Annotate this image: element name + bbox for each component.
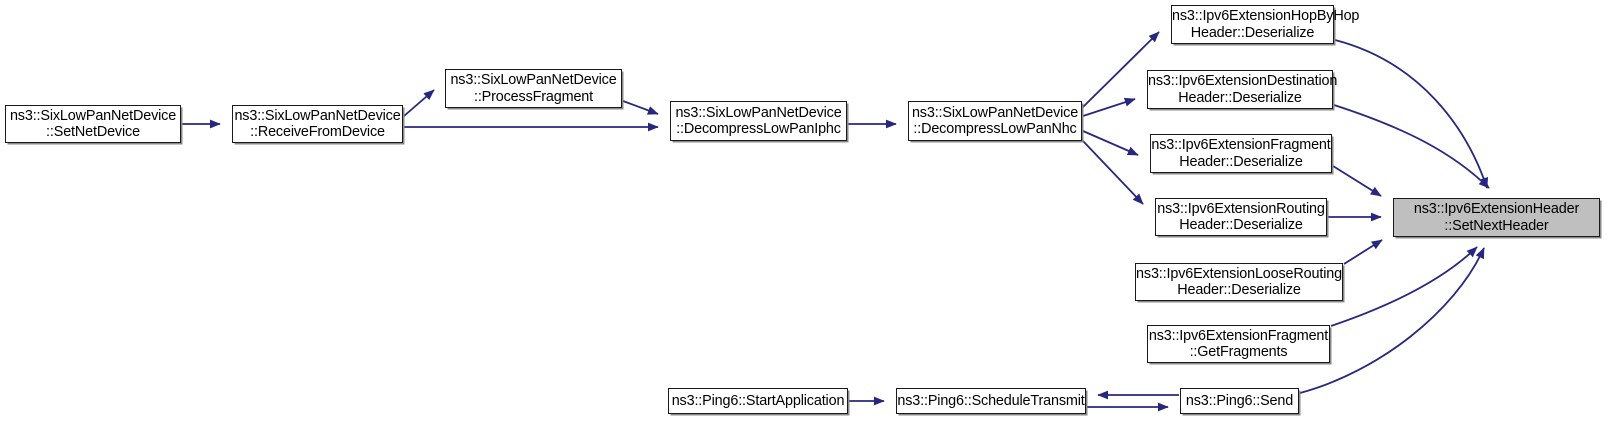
- node-label: ns3::Ping6::ScheduleTransmit: [897, 392, 1085, 409]
- node-set-next-header[interactable]: ns3::Ipv6ExtensionHeader ::SetNextHeader: [1393, 198, 1600, 237]
- node-label: ns3::SixLowPanNetDevice ::ReceiveFromDev…: [234, 107, 401, 140]
- node-decompress-lowpan-iphc[interactable]: ns3::SixLowPanNetDevice ::DecompressLowP…: [670, 101, 847, 141]
- node-label: ns3::Ipv6ExtensionFragment ::GetFragment…: [1148, 327, 1329, 360]
- node-label: ns3::Ipv6ExtensionLooseRouting Header::D…: [1136, 265, 1342, 298]
- node-label: ns3::SixLowPanNetDevice ::DecompressLowP…: [911, 104, 1079, 137]
- edge-decompressnhc-to-destination: [1082, 97, 1136, 117]
- node-decompress-lowpan-nhc[interactable]: ns3::SixLowPanNetDevice ::DecompressLowP…: [908, 101, 1082, 141]
- node-label: ns3::Ping6::StartApplication: [671, 392, 845, 409]
- edge-processfragment-to-decompressiphc: [622, 100, 659, 115]
- node-label: ns3::Ping6::Send: [1185, 392, 1294, 409]
- node-fragment-getfragments[interactable]: ns3::Ipv6ExtensionFragment ::GetFragment…: [1147, 325, 1330, 363]
- node-routing-deserialize[interactable]: ns3::Ipv6ExtensionRouting Header::Deseri…: [1155, 198, 1327, 236]
- node-process-fragment[interactable]: ns3::SixLowPanNetDevice ::ProcessFragmen…: [445, 69, 622, 108]
- node-ping6-send[interactable]: ns3::Ping6::Send: [1180, 388, 1299, 414]
- node-label: ns3::SixLowPanNetDevice ::SetNetDevice: [9, 107, 177, 140]
- edge-receivefromdevice-to-processfragment: [403, 89, 435, 117]
- edge-getfragments-to-setnextheader: [1330, 246, 1478, 327]
- edge-looserouting-to-setnextheader: [1343, 239, 1383, 265]
- edge-hopbyhop-to-setnextheader: [1334, 39, 1489, 189]
- node-label: ns3::Ipv6ExtensionRouting Header::Deseri…: [1157, 200, 1325, 233]
- node-label: ns3::Ipv6ExtensionHeader ::SetNextHeader: [1413, 201, 1580, 234]
- node-label: ns3::Ipv6ExtensionHopByHop Header::Deser…: [1172, 8, 1360, 41]
- edge-decompressnhc-to-routing: [1082, 140, 1144, 205]
- node-destination-deserialize[interactable]: ns3::Ipv6ExtensionDestination Header::De…: [1147, 70, 1338, 109]
- edge-fragment-to-setnextheader: [1332, 165, 1382, 197]
- edge-decompressnhc-to-fragment: [1082, 130, 1139, 156]
- node-hopbyhop-deserialize[interactable]: ns3::Ipv6ExtensionHopByHop Header::Deser…: [1171, 5, 1360, 44]
- node-ping6-schedule-transmit[interactable]: ns3::Ping6::ScheduleTransmit: [896, 388, 1086, 414]
- node-ping6-start-application[interactable]: ns3::Ping6::StartApplication: [668, 388, 848, 414]
- node-label: ns3::Ipv6ExtensionDestination Header::De…: [1148, 73, 1338, 106]
- node-looserouting-deserialize[interactable]: ns3::Ipv6ExtensionLooseRouting Header::D…: [1135, 263, 1343, 301]
- node-label: ns3::SixLowPanNetDevice ::DecompressLowP…: [675, 104, 842, 137]
- node-fragment-deserialize[interactable]: ns3::Ipv6ExtensionFragment Header::Deser…: [1150, 134, 1332, 173]
- node-set-net-device[interactable]: ns3::SixLowPanNetDevice ::SetNetDevice: [5, 105, 181, 143]
- node-label: ns3::SixLowPanNetDevice ::ProcessFragmen…: [450, 72, 617, 105]
- edge-destination-to-setnextheader: [1333, 104, 1490, 189]
- edge-decompressnhc-to-hopbyhop: [1082, 31, 1160, 108]
- node-label: ns3::Ipv6ExtensionFragment Header::Deser…: [1151, 137, 1331, 170]
- node-receive-from-device[interactable]: ns3::SixLowPanNetDevice ::ReceiveFromDev…: [232, 105, 403, 143]
- edge-send-to-setnextheader: [1299, 247, 1485, 394]
